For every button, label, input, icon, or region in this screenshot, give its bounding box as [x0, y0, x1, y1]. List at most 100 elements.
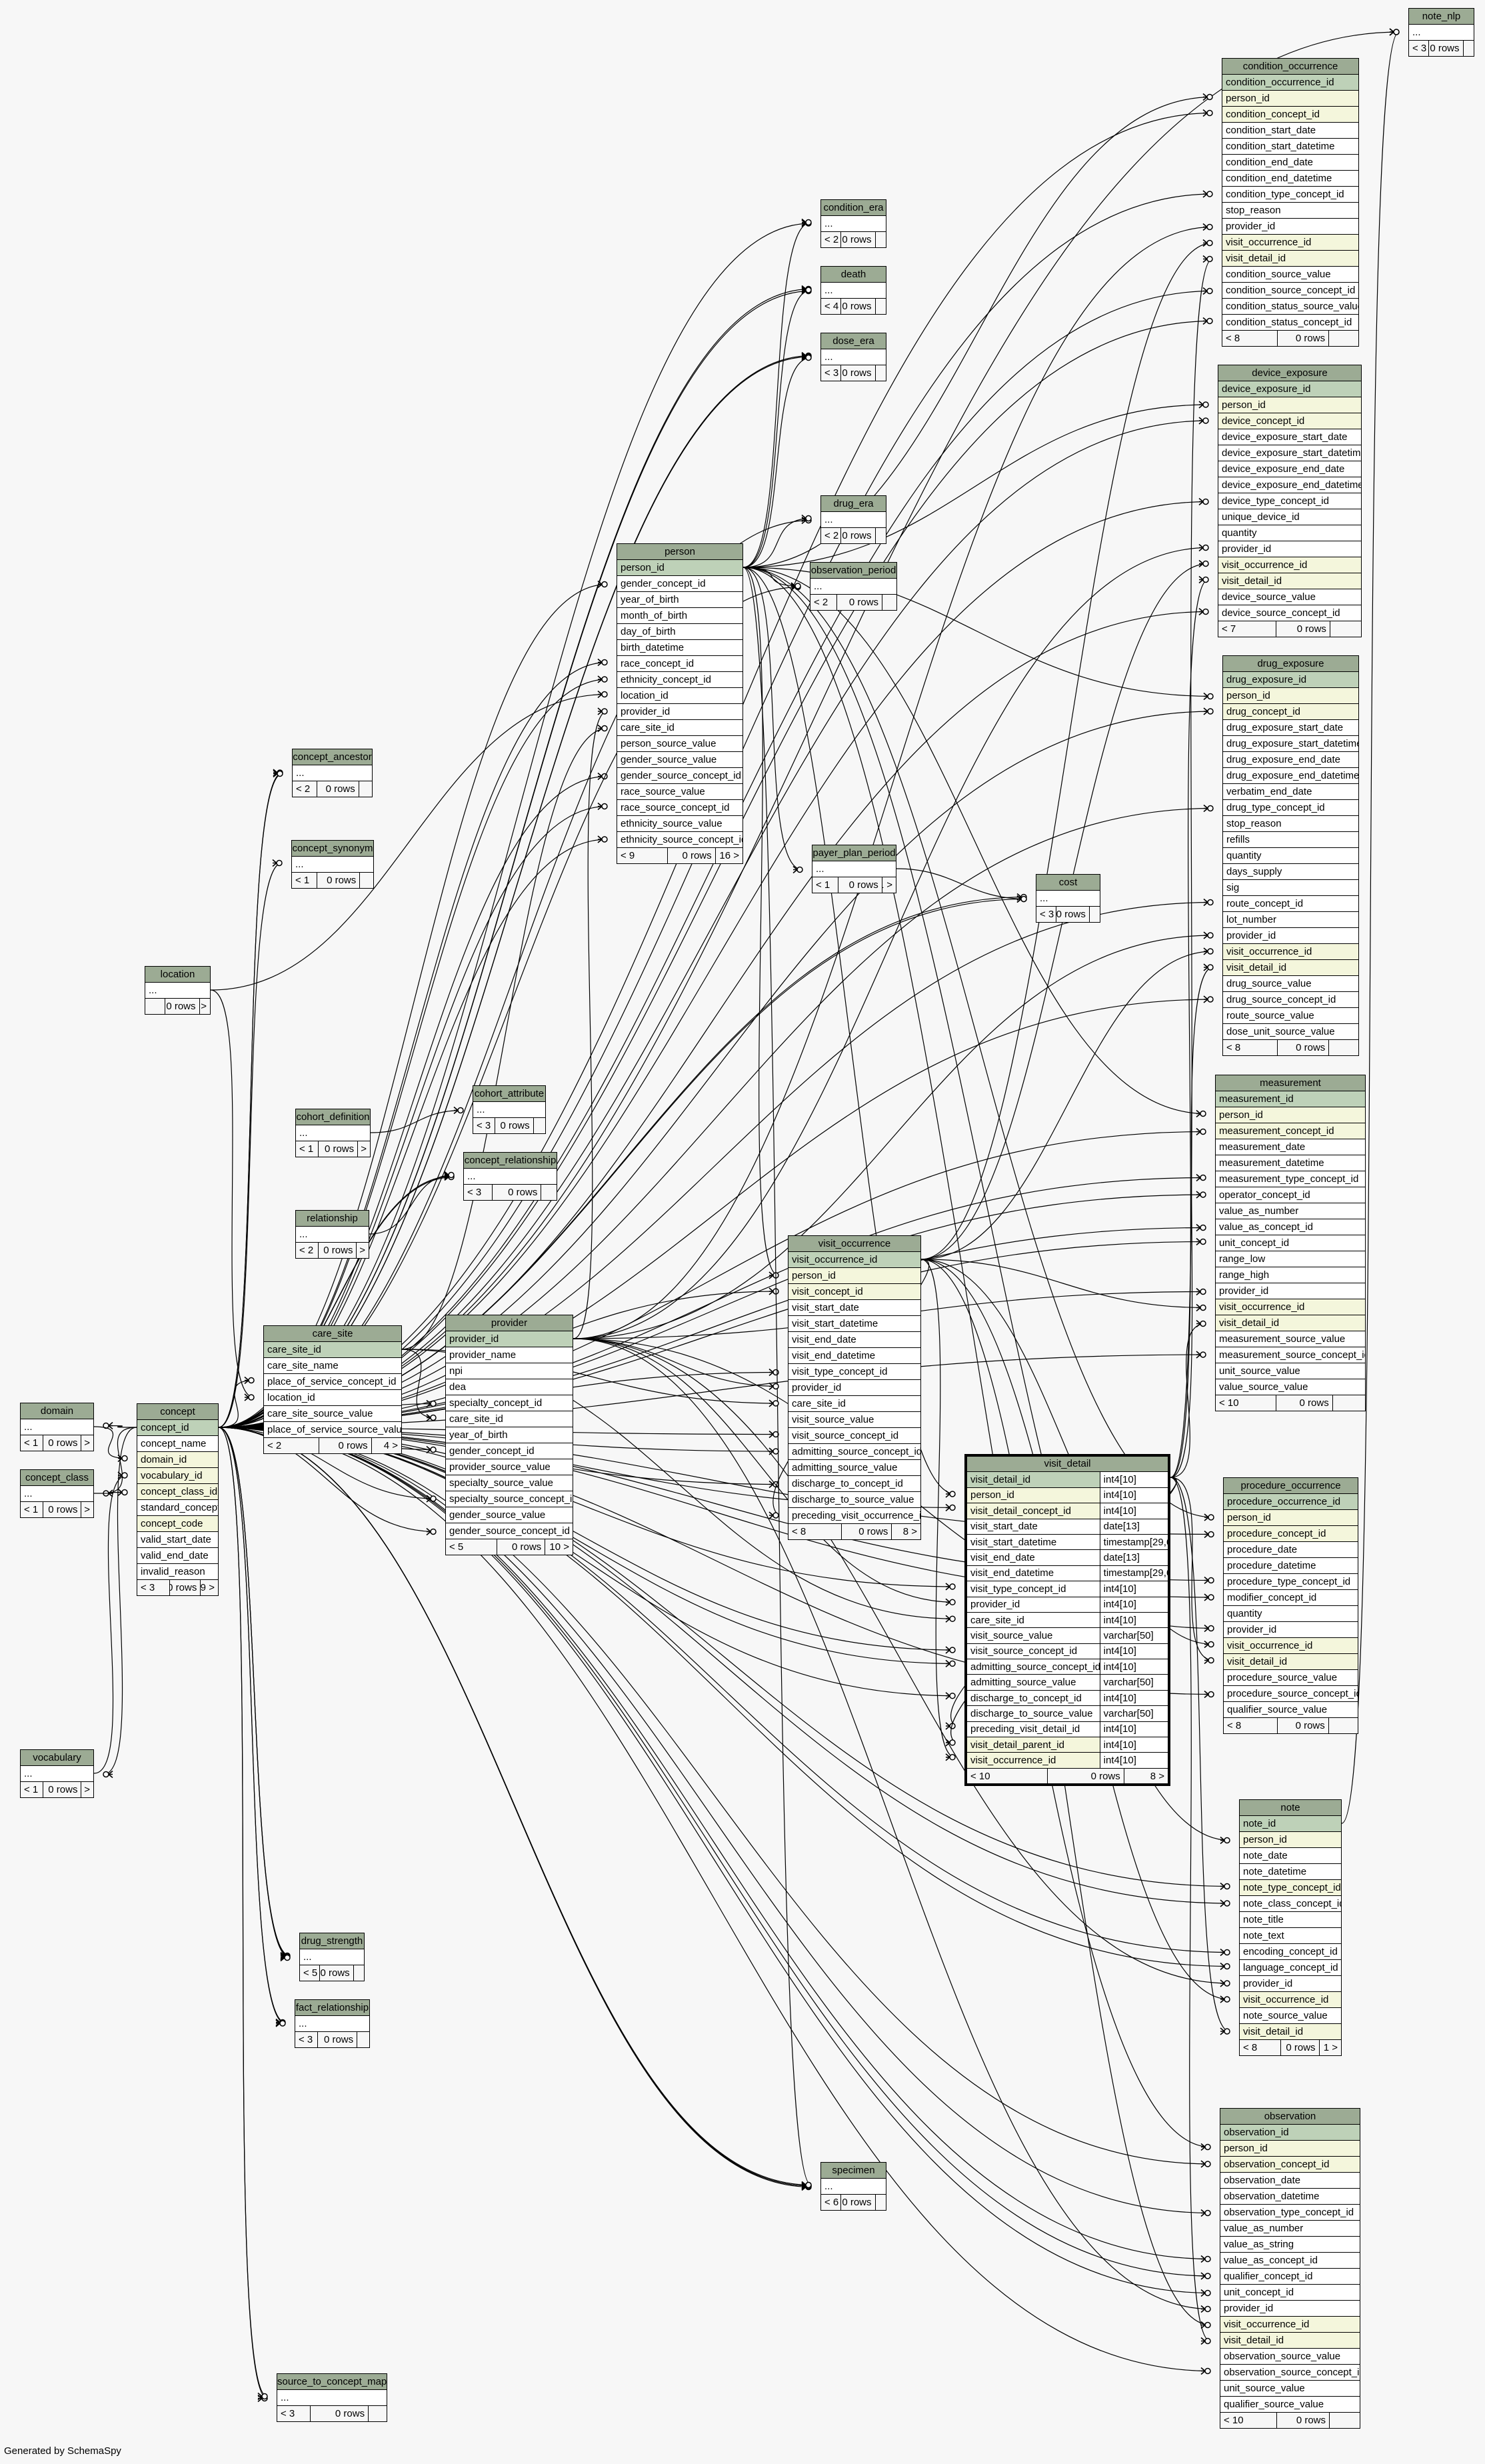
row-count: 0 rows: [1276, 331, 1329, 346]
column-name: measurement_date: [1219, 1141, 1306, 1153]
column-name: value_as_concept_id: [1224, 2255, 1318, 2266]
parent-count: < 2: [814, 597, 828, 608]
row-count: 0 rows: [169, 1580, 200, 1595]
table-title[interactable]: cost: [1036, 875, 1100, 891]
table-title[interactable]: condition_occurrence: [1222, 59, 1358, 75]
table-title[interactable]: dose_era: [821, 333, 886, 349]
foreign-key-column-name: concept_class_id: [137, 1484, 218, 1499]
table-title[interactable]: concept_synonym: [292, 841, 373, 857]
table-title[interactable]: condition_era: [821, 200, 886, 216]
table-vocabulary[interactable]: vocabulary...< 10 rows3 >: [20, 1749, 94, 1798]
table-title[interactable]: fact_relationship: [295, 2000, 369, 2016]
table-title[interactable]: concept_relationship: [464, 1153, 557, 1169]
relationship-edge: [742, 357, 812, 568]
table-title[interactable]: person: [617, 544, 742, 560]
table-title[interactable]: concept: [137, 1404, 218, 1420]
column-name: measurement_datetime: [1219, 1157, 1324, 1169]
row-count: 0 rows: [1280, 2040, 1319, 2055]
collapsed-columns: ...: [21, 1419, 93, 1435]
table-location[interactable]: location...0 rows2 >: [145, 966, 211, 1015]
optional-marker-icon: [949, 1723, 956, 1729]
optional-marker-icon: [1393, 29, 1400, 35]
table-title[interactable]: note: [1240, 1800, 1341, 1816]
table-column: place_of_service_source_value: [264, 1422, 401, 1438]
table-title[interactable]: procedure_occurrence: [1224, 1478, 1358, 1494]
table-title[interactable]: vocabulary: [21, 1750, 93, 1766]
table-title[interactable]: death: [821, 267, 886, 283]
table-title[interactable]: measurement: [1216, 1075, 1365, 1091]
table-title[interactable]: concept_ancestor: [293, 749, 372, 765]
table-title[interactable]: specimen: [821, 2163, 886, 2179]
table-relationship[interactable]: relationship...< 20 rows2 >: [295, 1210, 369, 1259]
table-title[interactable]: domain: [21, 1403, 93, 1419]
table-title[interactable]: relationship: [296, 1211, 369, 1227]
table-column: invalid_reason: [137, 1564, 218, 1580]
table-title[interactable]: source_to_concept_map: [277, 2374, 387, 2390]
table-title[interactable]: drug_era: [821, 496, 886, 512]
table-title[interactable]: visit_detail: [967, 1457, 1168, 1473]
table-column: observation_id: [1220, 2125, 1360, 2141]
table-title[interactable]: drug_strength: [300, 1933, 364, 1949]
table-cohort-definition[interactable]: cohort_definition...< 10 rows2 >: [295, 1109, 371, 1157]
column-name: note_source_value: [1243, 2010, 1328, 2021]
table-column: condition_end_datetime: [1222, 171, 1358, 187]
crows-foot-icon: [1203, 963, 1208, 971]
table-title[interactable]: note_nlp: [1409, 9, 1474, 25]
foreign-key-column-name: procedure_concept_id: [1224, 1526, 1358, 1541]
table-title[interactable]: drug_exposure: [1223, 656, 1358, 672]
table-title[interactable]: device_exposure: [1218, 365, 1361, 381]
table-title[interactable]: observation_period: [810, 563, 896, 579]
table-title[interactable]: care_site: [264, 1326, 401, 1342]
optional-marker-icon: [805, 354, 812, 361]
crows-foot-icon: [1203, 707, 1208, 715]
table-title[interactable]: cohort_attribute: [473, 1086, 545, 1102]
table-column: verbatim_end_date: [1223, 784, 1358, 800]
crows-foot-icon: [801, 2181, 806, 2189]
table-column: quantity: [1223, 848, 1358, 864]
table-title[interactable]: provider: [446, 1315, 573, 1331]
table-title[interactable]: payer_plan_period: [812, 845, 896, 861]
table-title[interactable]: concept_class: [21, 1470, 93, 1486]
table-title[interactable]: observation: [1220, 2109, 1360, 2125]
primary-key-column-name: care_site_id: [264, 1342, 401, 1357]
table-title[interactable]: visit_occurrence: [788, 1236, 920, 1252]
optional-marker-icon: [772, 1481, 779, 1488]
optional-marker-icon: [805, 287, 812, 295]
crows-foot-icon: [1200, 2321, 1206, 2329]
table-title[interactable]: cohort_definition: [296, 1109, 370, 1125]
table-title[interactable]: location: [145, 967, 210, 983]
relationship-edge: [369, 1174, 455, 1235]
